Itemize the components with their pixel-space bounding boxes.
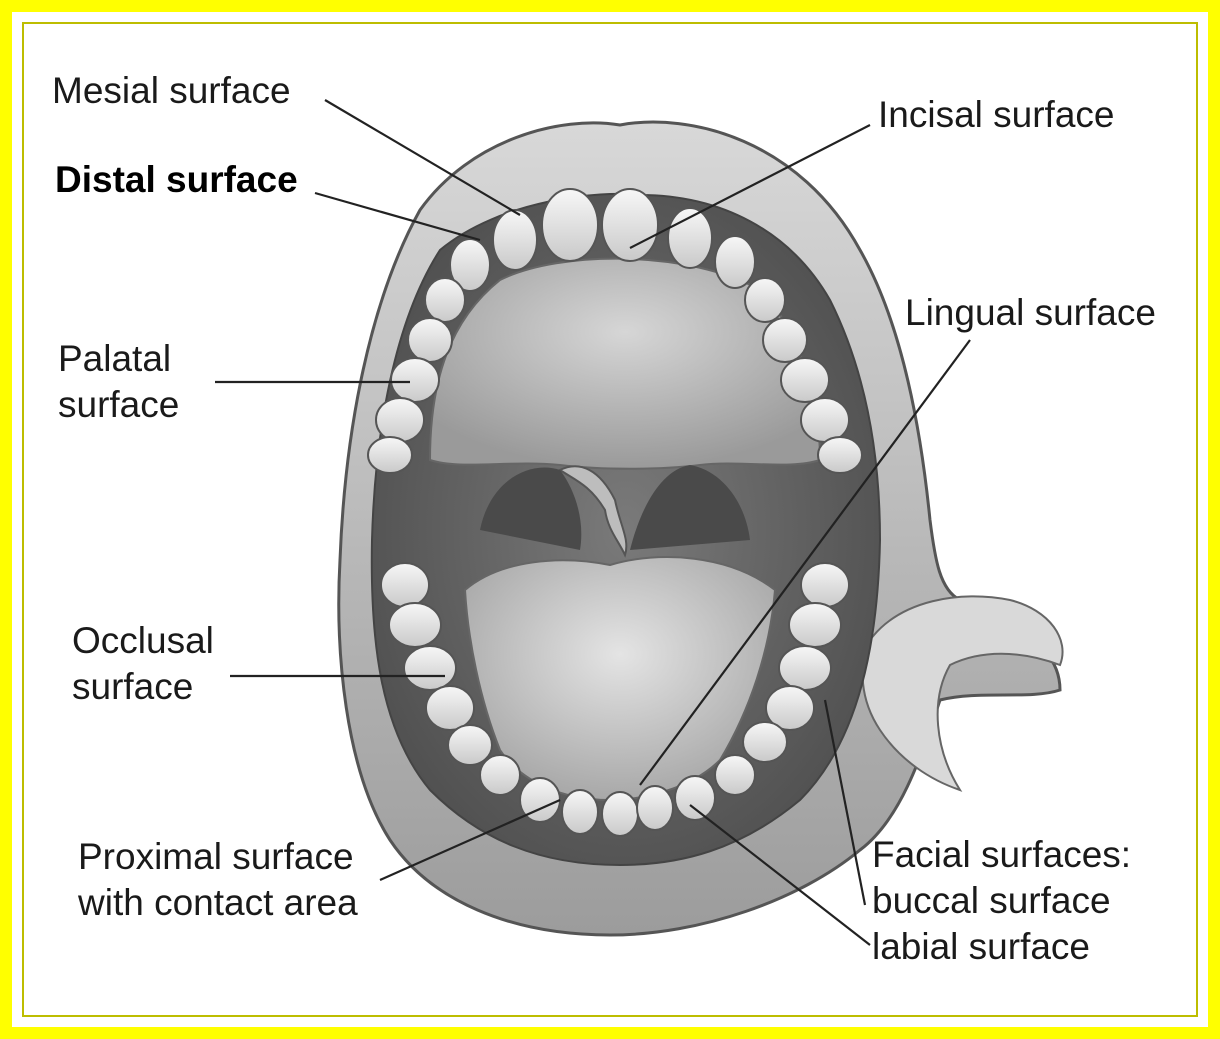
label-facial-buccal: buccal surface xyxy=(872,878,1131,924)
label-palatal-surface: Palatal surface xyxy=(58,336,179,428)
label-palatal-line1: Palatal xyxy=(58,336,179,382)
label-distal-surface: Distal surface xyxy=(55,157,298,203)
label-distal-text: Distal surface xyxy=(55,157,298,203)
label-proximal-line2: with contact area xyxy=(78,880,358,926)
label-lingual-surface: Lingual surface xyxy=(905,290,1156,336)
label-palatal-line2: surface xyxy=(58,382,179,428)
label-incisal-text: Incisal surface xyxy=(878,92,1115,138)
label-mesial-text: Mesial surface xyxy=(52,68,291,114)
label-occlusal-line1: Occlusal xyxy=(72,618,214,664)
label-occlusal-surface: Occlusal surface xyxy=(72,618,214,710)
label-facial-labial: labial surface xyxy=(872,924,1131,970)
label-mesial-surface: Mesial surface xyxy=(52,68,291,114)
label-lingual-text: Lingual surface xyxy=(905,290,1156,336)
label-occlusal-line2: surface xyxy=(72,664,214,710)
label-proximal-line1: Proximal surface xyxy=(78,834,358,880)
label-incisal-surface: Incisal surface xyxy=(878,92,1115,138)
label-facial-line1: Facial surfaces: xyxy=(872,832,1131,878)
label-facial-surfaces: Facial surfaces: buccal surface labial s… xyxy=(872,832,1131,970)
label-proximal-surface: Proximal surface with contact area xyxy=(78,834,358,926)
